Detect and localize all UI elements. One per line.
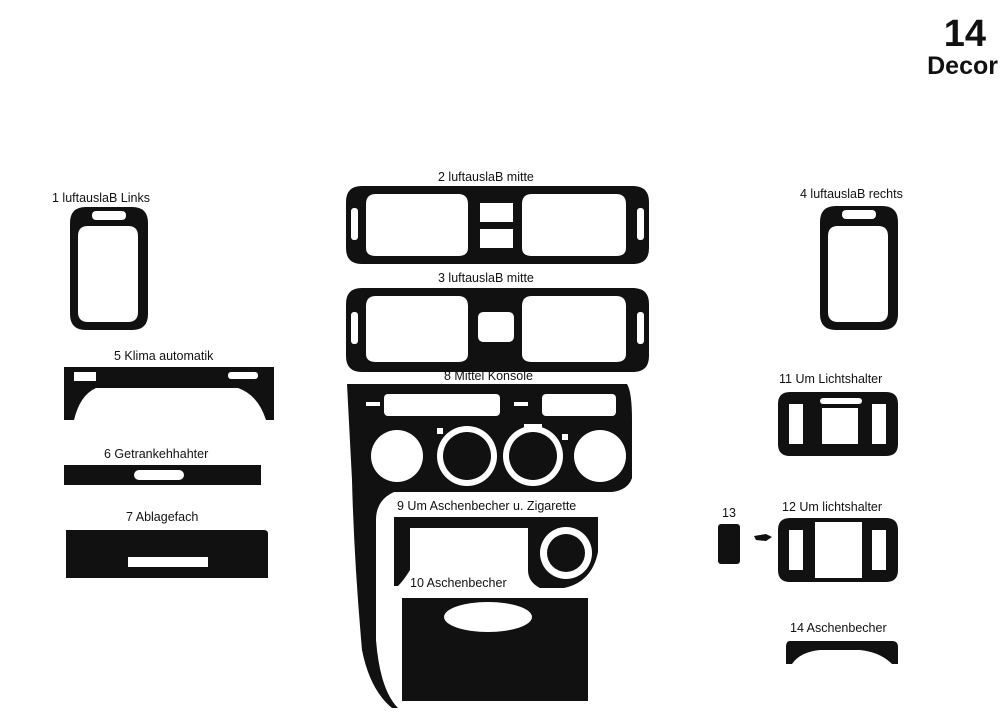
part-6-label: 6 Getrankehhahter xyxy=(104,447,208,461)
part-11-light-switch-surround xyxy=(778,392,898,456)
part-13-small-trim xyxy=(718,524,772,564)
part-7-storage-trim xyxy=(66,530,268,578)
part-6-cupholder-trim xyxy=(64,465,261,485)
part-14-ashtray-trim xyxy=(786,641,898,664)
part-3-label: 3 luftauslaB mitte xyxy=(438,271,534,285)
part-9-label: 9 Um Aschenbecher u. Zigarette xyxy=(397,499,576,513)
part-14-label: 14 Aschenbecher xyxy=(790,621,887,635)
part-8-label: 8 Mittel Konsole xyxy=(444,369,533,383)
part-3-vent-center xyxy=(346,288,649,372)
part-4-label: 4 luftauslaB rechts xyxy=(800,187,903,201)
part-5-label: 5 Klima automatik xyxy=(114,349,214,363)
part-7-label: 7 Ablagefach xyxy=(126,510,198,524)
part-4-vent-right xyxy=(820,206,898,330)
header-title: Decor xyxy=(927,52,998,80)
part-2-label: 2 luftauslaB mitte xyxy=(438,170,534,184)
part-12-light-switch-surround xyxy=(778,518,898,582)
part-1-label: 1 luftauslaB Links xyxy=(52,191,150,205)
part-10-label: 10 Aschenbecher xyxy=(410,576,507,590)
part-12-label: 12 Um lichtshalter xyxy=(782,500,882,514)
part-13-label: 13 xyxy=(722,506,736,520)
part-11-label: 11 Um Lichtshalter xyxy=(779,372,882,386)
part-10-ashtray xyxy=(402,598,588,701)
part-8-center-console xyxy=(347,384,632,708)
header-number: 14 xyxy=(943,13,986,55)
part-9-ashtray-surround xyxy=(394,517,598,588)
part-1-vent-left xyxy=(70,207,148,330)
part-2-vent-center xyxy=(346,186,649,264)
part-5-climate-trim xyxy=(64,367,274,420)
